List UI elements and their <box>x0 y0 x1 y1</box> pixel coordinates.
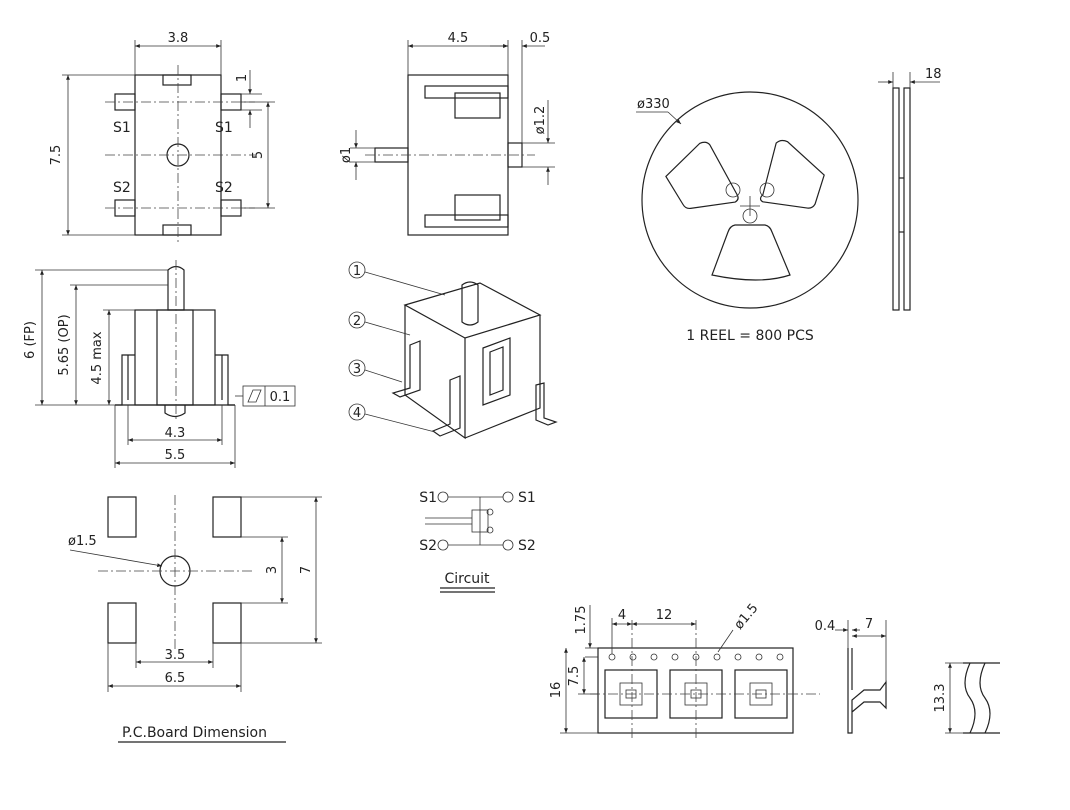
callout-4: 4 <box>353 406 361 421</box>
top-view-pitch-dim: 5 <box>251 151 266 159</box>
circuit-s2-left: S2 <box>419 538 437 554</box>
tape-center-dim: 7.5 <box>567 666 582 687</box>
pad-label-s2-right: S2 <box>215 180 233 196</box>
circuit-s1-right: S1 <box>518 490 536 506</box>
side-view: 4.5 0.5 ø1.2 ø1 <box>339 31 555 236</box>
front-view-op-dim: 5.65 (OP) <box>57 314 72 375</box>
top-view-pad-dim: 1 <box>235 74 250 82</box>
tape-depth-dim: 7 <box>865 617 873 632</box>
top-view: 3.8 7.5 5 1 S1 S1 S2 S2 <box>49 31 275 245</box>
front-view-body-dim: 4.5 max <box>90 331 105 384</box>
reel-front-view: ø330 1 REEL = 800 PCS <box>636 91 859 344</box>
tape-end-width-dim: 13.3 <box>933 684 948 713</box>
reel-side-view: 18 <box>878 67 942 311</box>
circuit-title: Circuit <box>444 571 490 587</box>
circuit-s1-left: S1 <box>419 490 437 506</box>
circuit-s2-right: S2 <box>518 538 536 554</box>
pcb-title: P.C.Board Dimension <box>122 725 267 741</box>
front-view: 6 (FP) 5.65 (OP) 4.5 max 4.3 5.5 0.1 <box>23 260 296 468</box>
reel-width-dim: 18 <box>925 67 942 82</box>
circuit-diagram: S1 S1 S2 S2 Circuit <box>419 490 536 593</box>
callout-2: 2 <box>353 314 361 329</box>
pad-label-s1-right: S1 <box>215 120 233 136</box>
pcb-outer-dim: 6.5 <box>165 671 186 686</box>
side-view-actuator-dim: ø1.2 <box>533 106 548 135</box>
front-view-span-dim: 5.5 <box>165 448 186 463</box>
pcb-hole-dim: ø1.5 <box>68 534 97 549</box>
reel-diameter-dim: ø330 <box>637 97 670 112</box>
tape-pocket-pitch-dim: 12 <box>656 608 673 623</box>
side-view-stem-dim: ø1 <box>339 147 354 163</box>
pcb-gap-dim: 3 <box>265 566 280 574</box>
callout-1: 1 <box>353 264 361 279</box>
top-view-width-dim: 3.8 <box>168 31 189 46</box>
tape-edge-dim: 1.75 <box>574 606 589 635</box>
tape-thickness-dim: 0.4 <box>815 619 836 634</box>
reel-quantity-label: 1 REEL = 800 PCS <box>686 328 814 344</box>
tape-cross-section: 0.4 7 <box>815 617 887 734</box>
carrier-tape: 4 12 ø1.5 1.75 16 7.5 <box>549 601 820 740</box>
tape-end-view: 13.3 <box>933 662 1000 734</box>
side-view-height-dim: 4.5 <box>448 31 469 46</box>
flatness-value: 0.1 <box>270 390 291 405</box>
callout-3: 3 <box>353 362 361 377</box>
pcb-inner-dim: 3.5 <box>165 648 186 663</box>
front-view-lead-dim: 4.3 <box>165 426 186 441</box>
pcb-footprint: ø1.5 3 7 3.5 6.5 P.C.Board Dimension <box>68 495 322 743</box>
side-view-offset-dim: 0.5 <box>530 31 551 46</box>
isometric-view: 1 2 3 4 <box>348 261 558 440</box>
pad-label-s2-left: S2 <box>113 180 131 196</box>
pad-label-s1-left: S1 <box>113 120 131 136</box>
top-view-length-dim: 7.5 <box>49 145 64 166</box>
front-view-fp-dim: 6 (FP) <box>23 321 38 359</box>
tape-hole-dim: ø1.5 <box>732 601 762 633</box>
pcb-height-dim: 7 <box>299 566 314 574</box>
tape-width-dim: 16 <box>549 682 564 699</box>
tape-hole-pitch-dim: 4 <box>618 608 626 623</box>
